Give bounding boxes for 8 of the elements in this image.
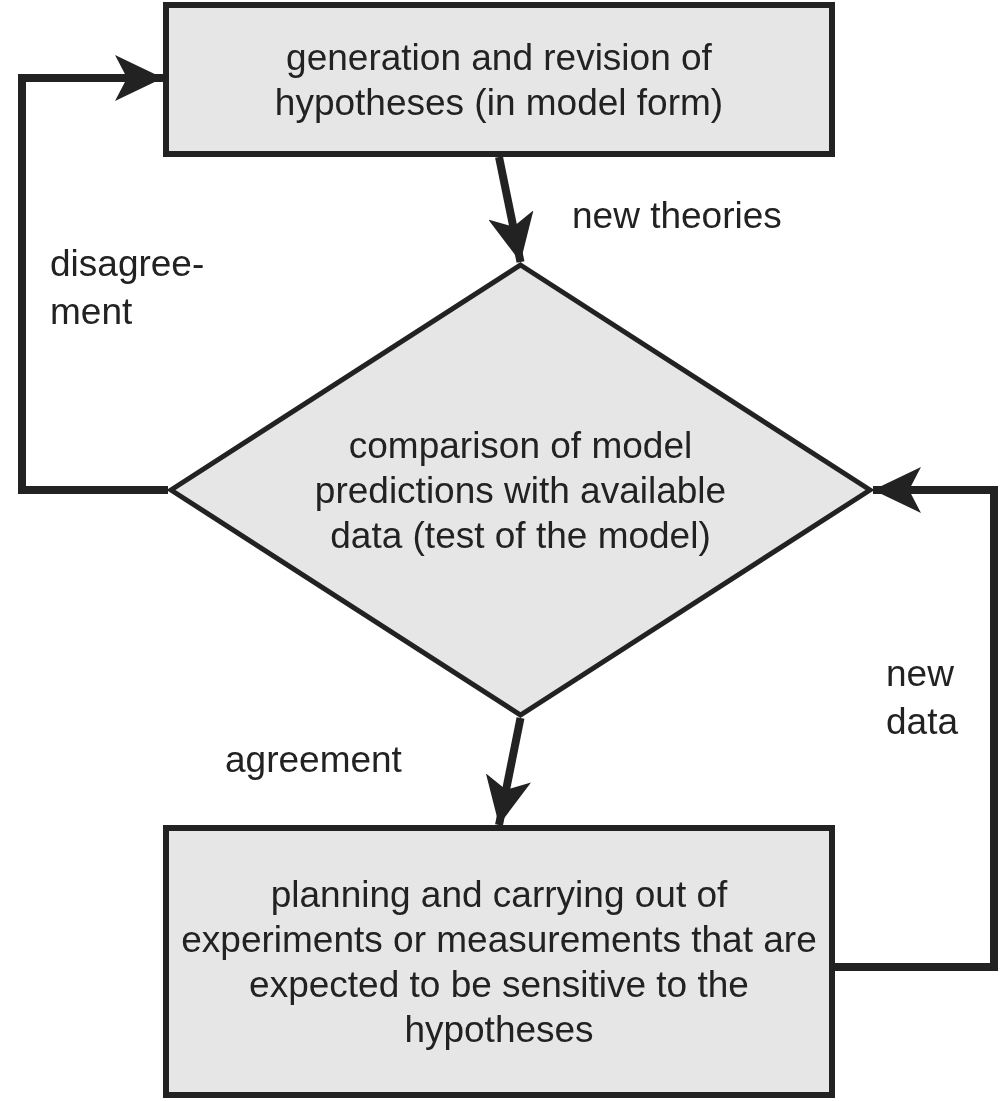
- process-box: [163, 825, 835, 1098]
- node-text: comparison of model predictions with available data (test of the model): [313, 423, 728, 558]
- arrow: [488, 156, 534, 263]
- node-text: planning and carrying out of experiments or measurements that are expected to be sensitive to the hypotheses: [180, 872, 818, 1052]
- node-text: generation and revision of hypotheses (in model form): [273, 35, 725, 125]
- arrow: [835, 467, 998, 971]
- arrow: [485, 717, 531, 826]
- process-box: [163, 2, 835, 157]
